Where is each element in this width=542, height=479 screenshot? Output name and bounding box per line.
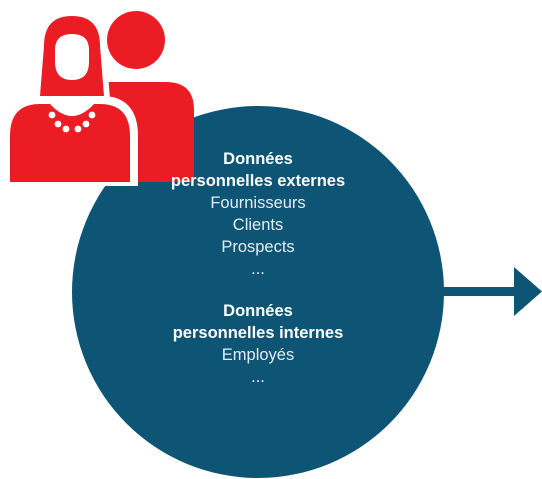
external-item-ellipsis: ... [251, 260, 265, 278]
external-item-suppliers: Fournisseurs [210, 194, 306, 212]
internal-item-employees: Employés [221, 346, 295, 364]
output-arrow [438, 267, 542, 316]
internal-heading-line2: personnelles internes [172, 324, 344, 342]
external-heading-line1: Données [223, 150, 293, 168]
circle-text: Données personnelles externes Fournisseu… [120, 148, 396, 388]
external-item-clients: Clients [232, 216, 284, 234]
people-icon [1, 7, 194, 186]
data-circle [72, 106, 444, 478]
external-heading-line2: personnelles externes [170, 172, 346, 190]
woman-icon [10, 16, 130, 182]
necklace-icon [48, 111, 96, 133]
internal-heading-line1: Données [223, 302, 293, 320]
external-item-prospects: Prospects [221, 238, 295, 256]
internal-data-group: Données personnelles internes Employés .… [120, 300, 396, 388]
group-spacer [120, 280, 396, 300]
external-data-group: Données personnelles externes Fournisseu… [120, 148, 396, 280]
internal-item-ellipsis: ... [251, 368, 265, 386]
